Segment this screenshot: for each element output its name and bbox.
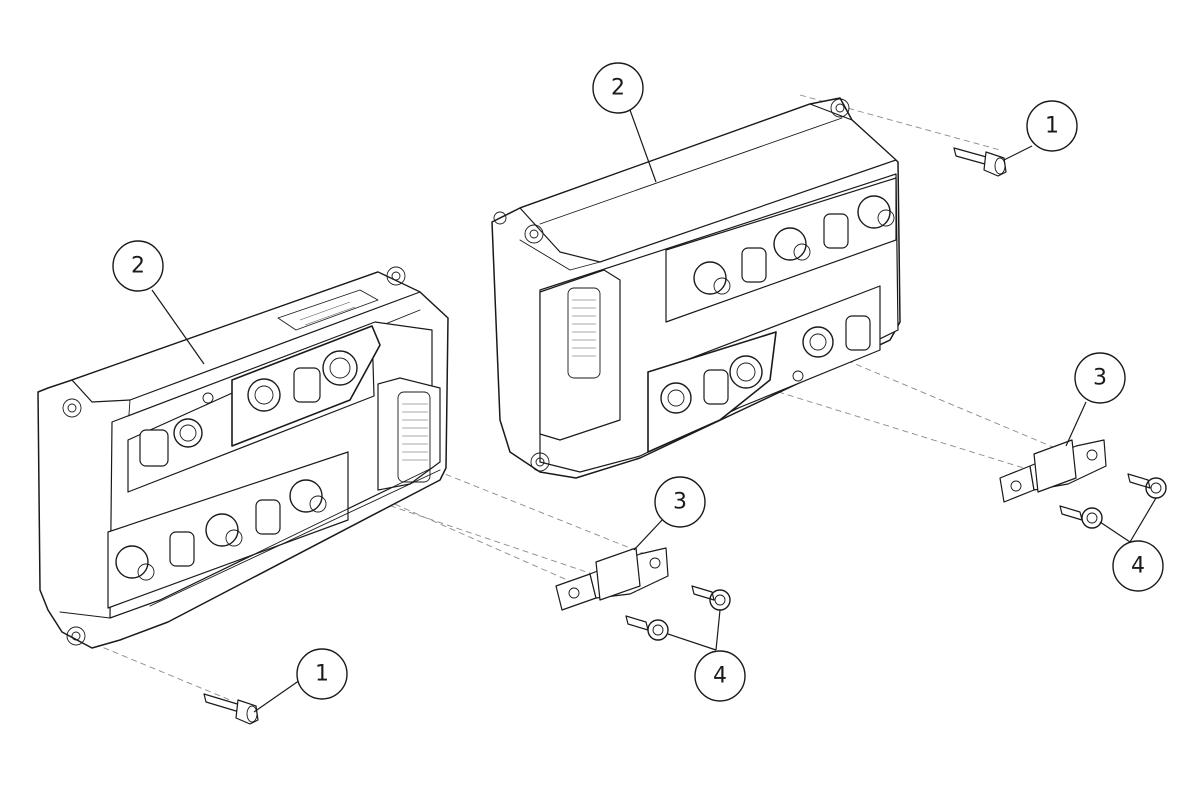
- left-upper-terminals: [139, 350, 358, 467]
- right-busbar: [999, 439, 1107, 503]
- callout-2-right-label: 2: [611, 76, 625, 101]
- callout-1-left-label: 1: [315, 662, 329, 687]
- callout-1-right: 1: [1026, 100, 1078, 152]
- callout-2-right: 2: [592, 62, 644, 114]
- right-connector-pins: [572, 299, 596, 357]
- callout-3-left: 3: [654, 476, 706, 528]
- callout-3-left-label: 3: [673, 490, 687, 515]
- right-bolt: [953, 147, 1007, 177]
- left-busbar: [555, 547, 669, 611]
- left-controller: [37, 266, 449, 649]
- callout-4-left-label: 4: [713, 664, 727, 689]
- callout-1-right-label: 1: [1045, 114, 1059, 139]
- callout-4-right-label: 4: [1131, 554, 1145, 579]
- callout-2-left-label: 2: [131, 254, 145, 279]
- leader-lines: [151, 109, 1157, 713]
- left-screws: [625, 585, 731, 641]
- callout-4-right: 4: [1112, 540, 1164, 592]
- right-screws: [1059, 473, 1167, 529]
- callout-3-right-label: 3: [1093, 366, 1107, 391]
- callout-4-left: 4: [694, 650, 746, 702]
- right-lower-terminals: [660, 315, 871, 414]
- right-upper-terminals: [693, 195, 895, 295]
- right-controller: [491, 97, 901, 479]
- callout-1-left: 1: [296, 648, 348, 700]
- callout-2-left: 2: [112, 240, 164, 292]
- callout-3-right: 3: [1074, 352, 1126, 404]
- left-bolt: [203, 693, 259, 725]
- left-lower-terminals: [115, 479, 327, 581]
- left-connector-pins: [402, 403, 428, 461]
